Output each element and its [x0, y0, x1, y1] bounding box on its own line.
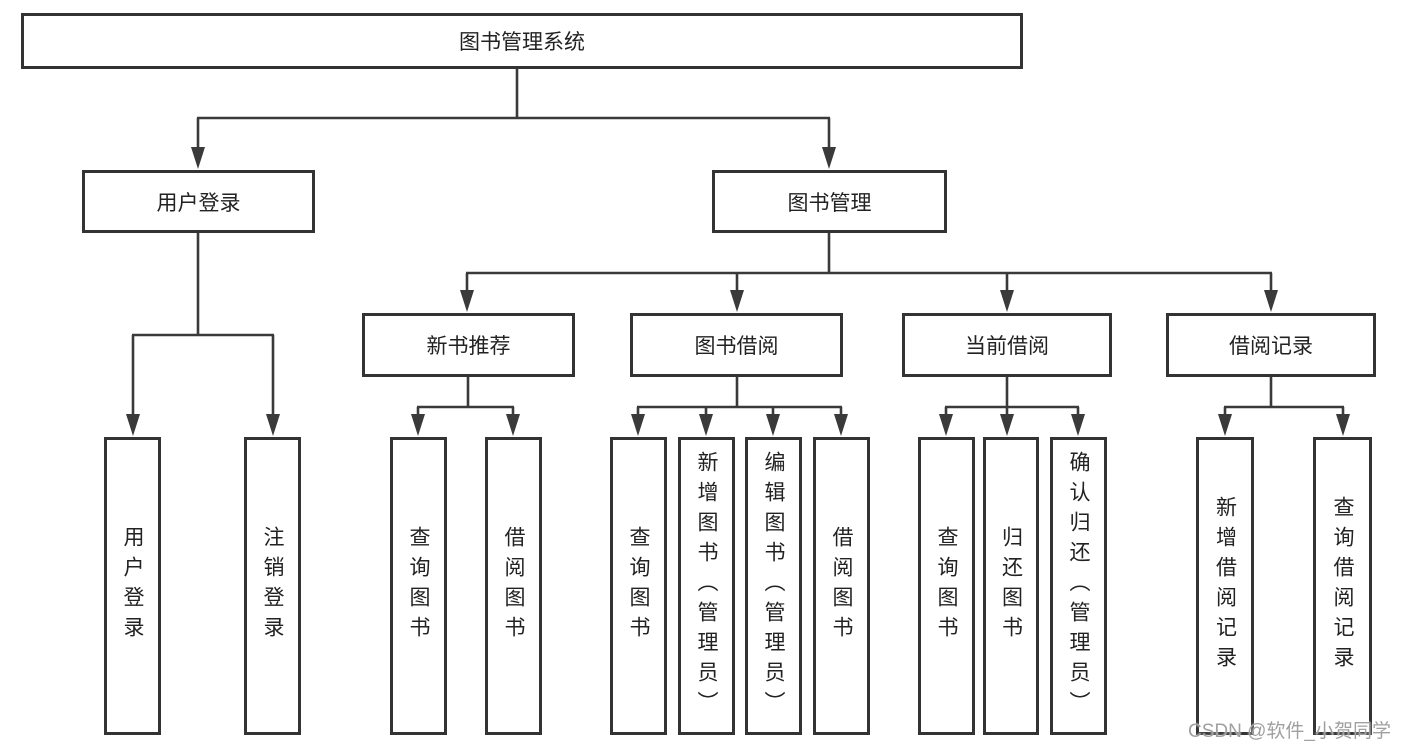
node-label: 查询借阅记录	[1331, 496, 1354, 676]
leaf-logout-login: 注销登录	[244, 437, 301, 735]
leaf-confirm-return-admin: 确认归还（管理员）	[1050, 437, 1107, 735]
node-label: 新增借阅记录	[1213, 496, 1237, 676]
node-label: 查询图书	[407, 526, 430, 646]
node-label: 新书推荐	[426, 335, 511, 358]
node-label: 借阅图书	[830, 526, 853, 646]
node-label: 归还图书	[999, 526, 1023, 646]
node-new-book-recommendation: 新书推荐	[362, 313, 575, 377]
leaf-borrow-books-recommend: 借阅图书	[485, 437, 542, 735]
node-book-management: 图书管理	[712, 170, 947, 233]
node-label: 编辑图书（管理员）	[762, 451, 785, 721]
leaf-query-books-current: 查询图书	[918, 437, 975, 735]
csdn-watermark: CSDN @软件_小贺同学	[1188, 721, 1391, 742]
node-label: 用户登录	[156, 191, 241, 215]
leaf-return-books: 归还图书	[983, 437, 1039, 735]
node-label: 当前借阅	[965, 335, 1049, 358]
node-library-system: 图书管理系统	[21, 13, 1023, 69]
node-current-borrowing: 当前借阅	[902, 313, 1112, 377]
node-label: 确认归还（管理员）	[1067, 451, 1090, 721]
arrowheads	[126, 147, 1350, 436]
leaf-query-books-recommend: 查询图书	[390, 437, 447, 735]
leaf-add-books-admin: 新增图书（管理员）	[678, 437, 735, 735]
leaf-user-login: 用户登录	[104, 437, 161, 735]
leaf-query-books-borrowing: 查询图书	[610, 437, 667, 735]
node-borrowing-records: 借阅记录	[1166, 313, 1376, 377]
leaf-edit-books-admin: 编辑图书（管理员）	[745, 437, 802, 735]
node-label: 查询图书	[935, 526, 958, 646]
node-label: 图书管理	[787, 191, 872, 215]
node-label: 借阅图书	[502, 526, 525, 646]
leaf-query-borrow-record: 查询借阅记录	[1313, 437, 1372, 735]
node-user-login: 用户登录	[82, 170, 315, 233]
node-label: 查询图书	[627, 526, 650, 646]
leaf-add-borrow-record: 新增借阅记录	[1196, 437, 1254, 735]
node-label: 用户登录	[121, 526, 144, 646]
node-label: 新增图书（管理员）	[695, 451, 718, 721]
node-label: 借阅记录	[1229, 335, 1313, 358]
node-book-borrowing: 图书借阅	[630, 313, 843, 377]
node-label: 图书管理系统	[459, 31, 585, 54]
leaf-borrow-books-borrowing: 借阅图书	[813, 437, 870, 735]
node-label: 图书借阅	[694, 335, 779, 358]
node-label: 注销登录	[261, 526, 284, 646]
